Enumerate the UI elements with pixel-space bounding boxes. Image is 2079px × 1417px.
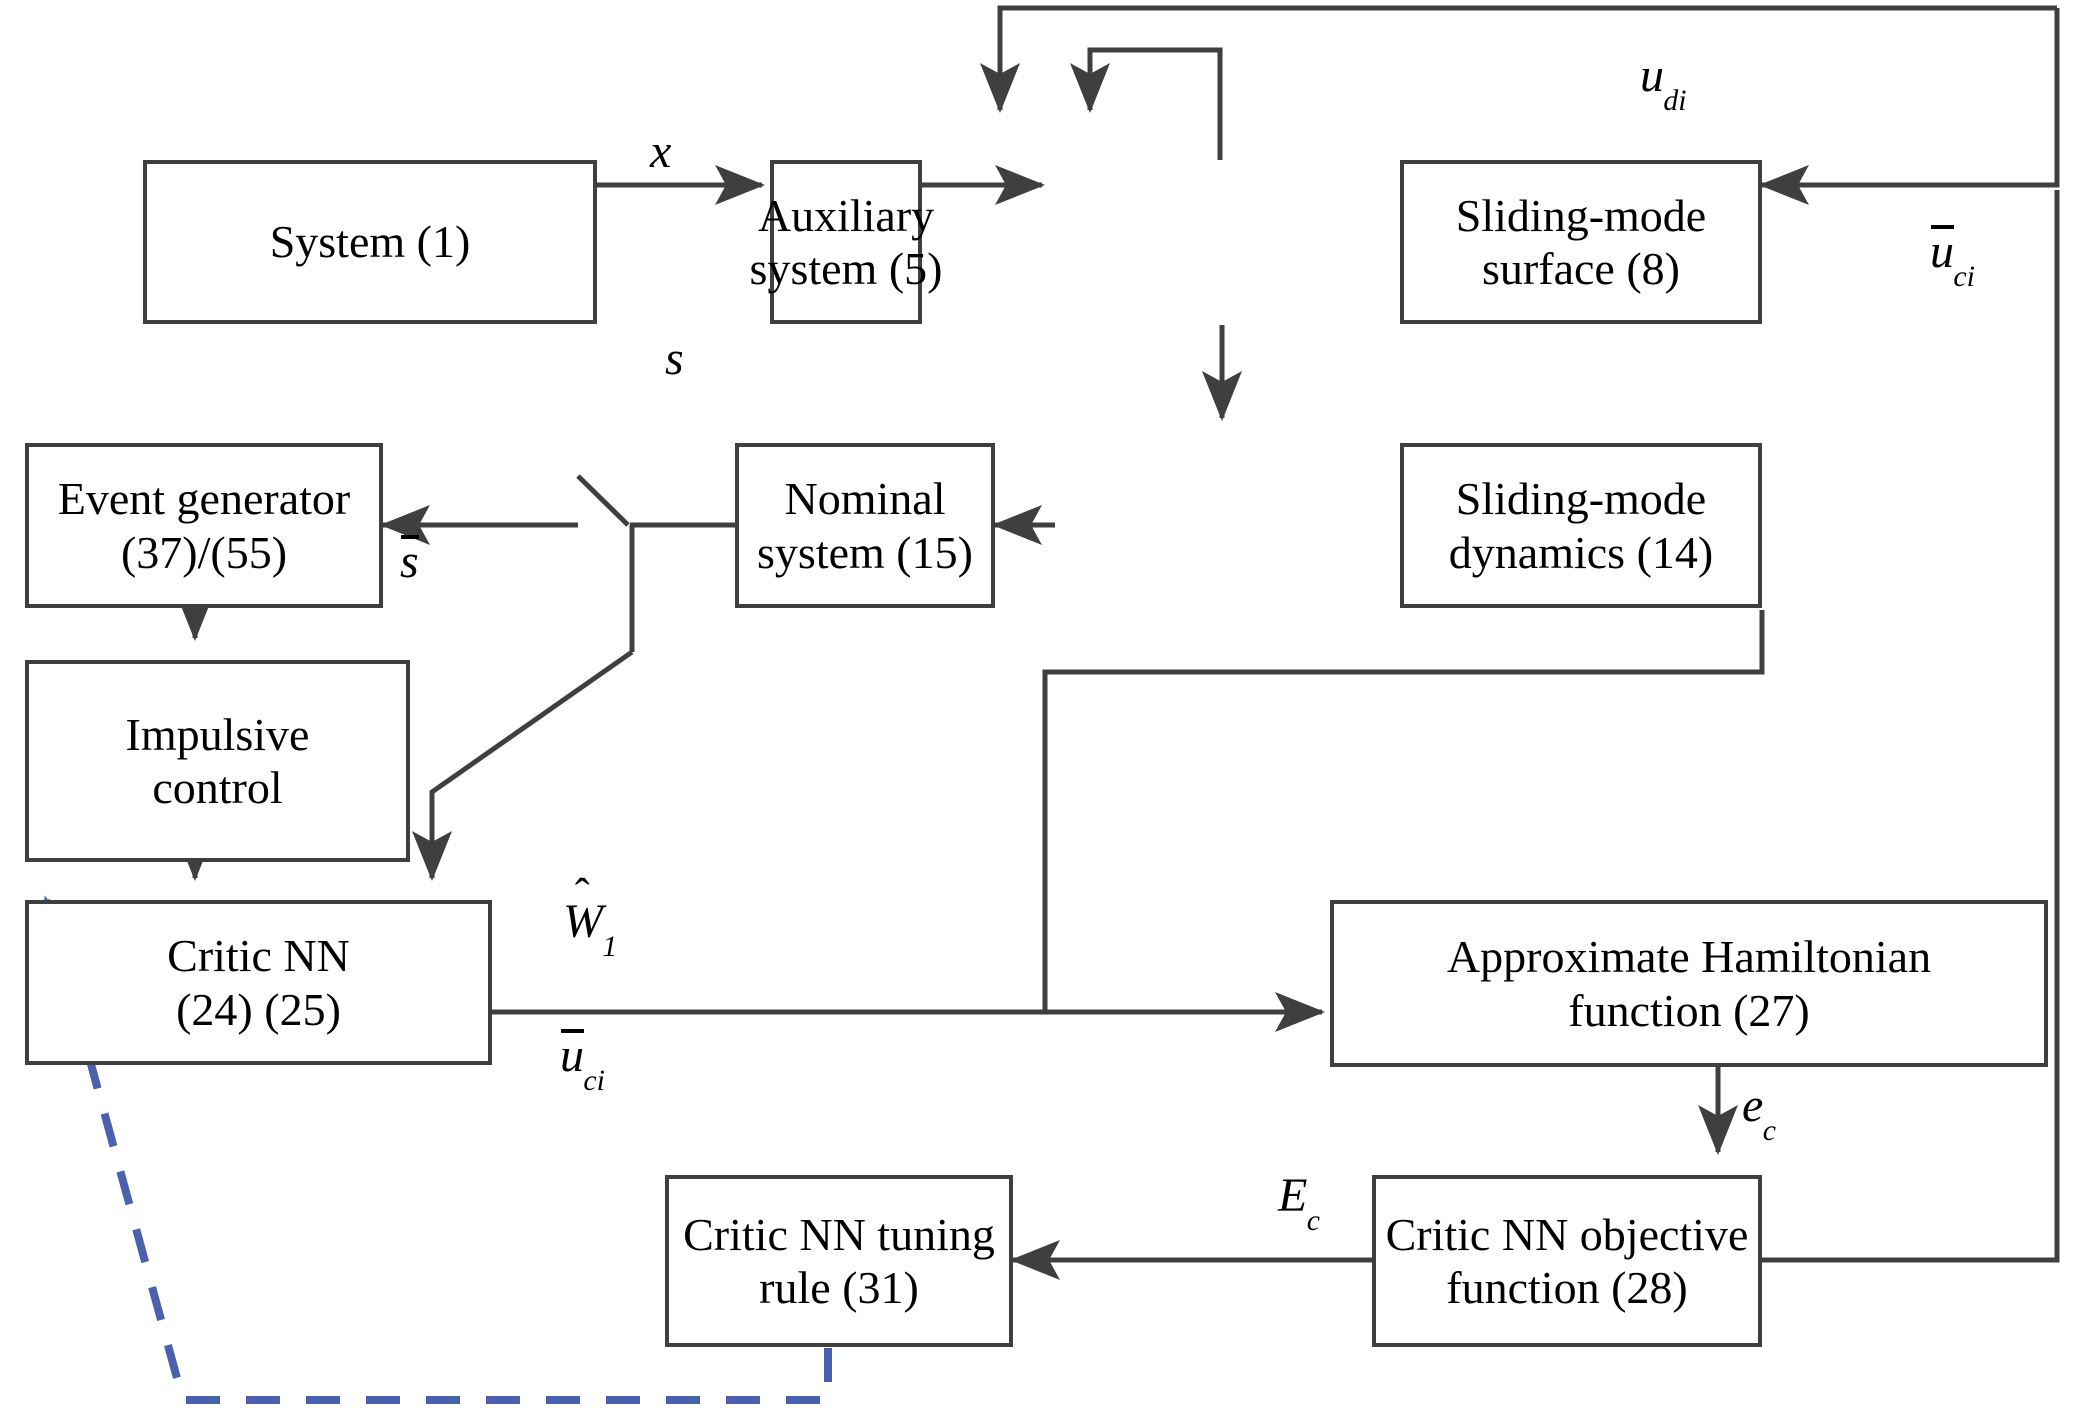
wire-uci-to-sm-surface	[1758, 8, 2060, 205]
box-event-generator[interactable]: Event generator (37)/(55)	[25, 443, 383, 608]
signal-label-w-hat-1: W1	[563, 898, 618, 962]
signal-label-E-c: Ec	[1278, 1169, 1321, 1236]
signal-label-u-di: udi	[1640, 49, 1687, 116]
signal-label-s: s	[665, 335, 684, 383]
box-event-generator-line-0: Event generator	[57, 473, 351, 525]
box-critic-nn-line-1: (24) (25)	[176, 983, 341, 1035]
box-approximate-hamiltonian-function-line-0: Approximate Hamiltonian	[1446, 931, 1932, 983]
box-auxiliary-system-line-1: system (5)	[749, 243, 943, 294]
signal-label-u-di-sub: di	[1663, 83, 1687, 117]
box-sliding-mode-surface-line-1: surface (8)	[1482, 243, 1680, 294]
box-auxiliary-system[interactable]: Auxiliary system (5)	[750, 160, 942, 324]
signal-label-s-bar-text: s	[400, 534, 419, 588]
box-impulsive-control[interactable]: Impulsive control	[25, 660, 410, 862]
box-event-generator-line-1: (37)/(55)	[120, 526, 288, 578]
wire-objective-return-bus	[1762, 190, 2060, 1263]
box-impulsive-control-line-0: Impulsive	[125, 708, 310, 760]
box-critic-nn[interactable]: Critic NN (24) (25)	[25, 900, 492, 1065]
box-critic-nn-objective-function[interactable]: Critic NN objective function (28)	[1372, 1175, 1762, 1347]
box-sliding-mode-surface[interactable]: Sliding-mode surface (8)	[1400, 160, 1762, 324]
box-approximate-hamiltonian-function-line-1: function (27)	[1568, 984, 1810, 1036]
box-impulsive-control-line-1: control	[152, 762, 283, 813]
box-sliding-mode-surface-line-0: Sliding-mode	[1455, 189, 1707, 241]
box-sliding-mode-dynamics[interactable]: Sliding-mode dynamics (14)	[1400, 443, 1762, 608]
signal-label-w-hat-1-text: W	[563, 898, 603, 946]
box-critic-nn-line-0: Critic NN	[167, 930, 350, 982]
signal-label-x-text: x	[650, 125, 672, 178]
wire-switch-blade	[576, 474, 630, 527]
box-critic-nn-tuning-rule[interactable]: Critic NN tuning rule (31)	[665, 1175, 1013, 1347]
signal-label-u-ci-right: uci	[1930, 224, 1975, 291]
signal-label-E-c-text: E	[1278, 1169, 1308, 1222]
box-auxiliary-system-line-0: Auxiliary	[757, 189, 935, 241]
signal-label-s-bar: s	[400, 534, 419, 588]
box-critic-nn-objective-function-line-0: Critic NN objective	[1385, 1208, 1749, 1260]
signal-label-e-c: ec	[1742, 1079, 1777, 1146]
wire-udi-loop	[1070, 47, 1223, 160]
box-system-line-0: System (1)	[269, 216, 471, 268]
signal-label-E-c-sub: c	[1306, 1203, 1320, 1237]
signal-label-u-ci-left-text: u	[560, 1028, 585, 1082]
box-critic-nn-tuning-rule-line-1: rule (31)	[759, 1262, 919, 1313]
box-critic-nn-objective-function-line-1: function (28)	[1446, 1262, 1688, 1313]
signal-label-u-ci-left-sub: ci	[583, 1063, 605, 1097]
signal-label-x: x	[650, 128, 671, 176]
signal-label-u-di-text: u	[1640, 49, 1664, 102]
signal-label-e-c-text: e	[1742, 1079, 1764, 1132]
box-sliding-mode-dynamics-line-0: Sliding-mode	[1455, 473, 1707, 525]
signal-label-u-ci-right-text: u	[1930, 224, 1955, 278]
wire-switch-to-critic-nn	[412, 649, 634, 882]
signal-label-w-hat-1-sub: 1	[602, 929, 618, 963]
box-approximate-hamiltonian-function[interactable]: Approximate Hamiltonian function (27)	[1330, 900, 2048, 1067]
box-system[interactable]: System (1)	[143, 160, 597, 324]
signal-label-s-text: s	[665, 332, 684, 385]
signal-label-e-c-sub: c	[1762, 1113, 1776, 1147]
box-nominal-system-line-1: system (15)	[757, 526, 973, 578]
box-nominal-system-line-0: Nominal	[784, 473, 946, 525]
wire-outer-top-loop	[980, 5, 2057, 114]
signal-label-u-ci-right-sub: ci	[1953, 259, 1975, 293]
box-nominal-system[interactable]: Nominal system (15)	[735, 443, 995, 608]
box-sliding-mode-dynamics-line-1: dynamics (14)	[1448, 526, 1714, 578]
box-critic-nn-tuning-rule-line-0: Critic NN tuning	[683, 1208, 995, 1260]
signal-label-u-ci-left: uci	[560, 1028, 605, 1095]
